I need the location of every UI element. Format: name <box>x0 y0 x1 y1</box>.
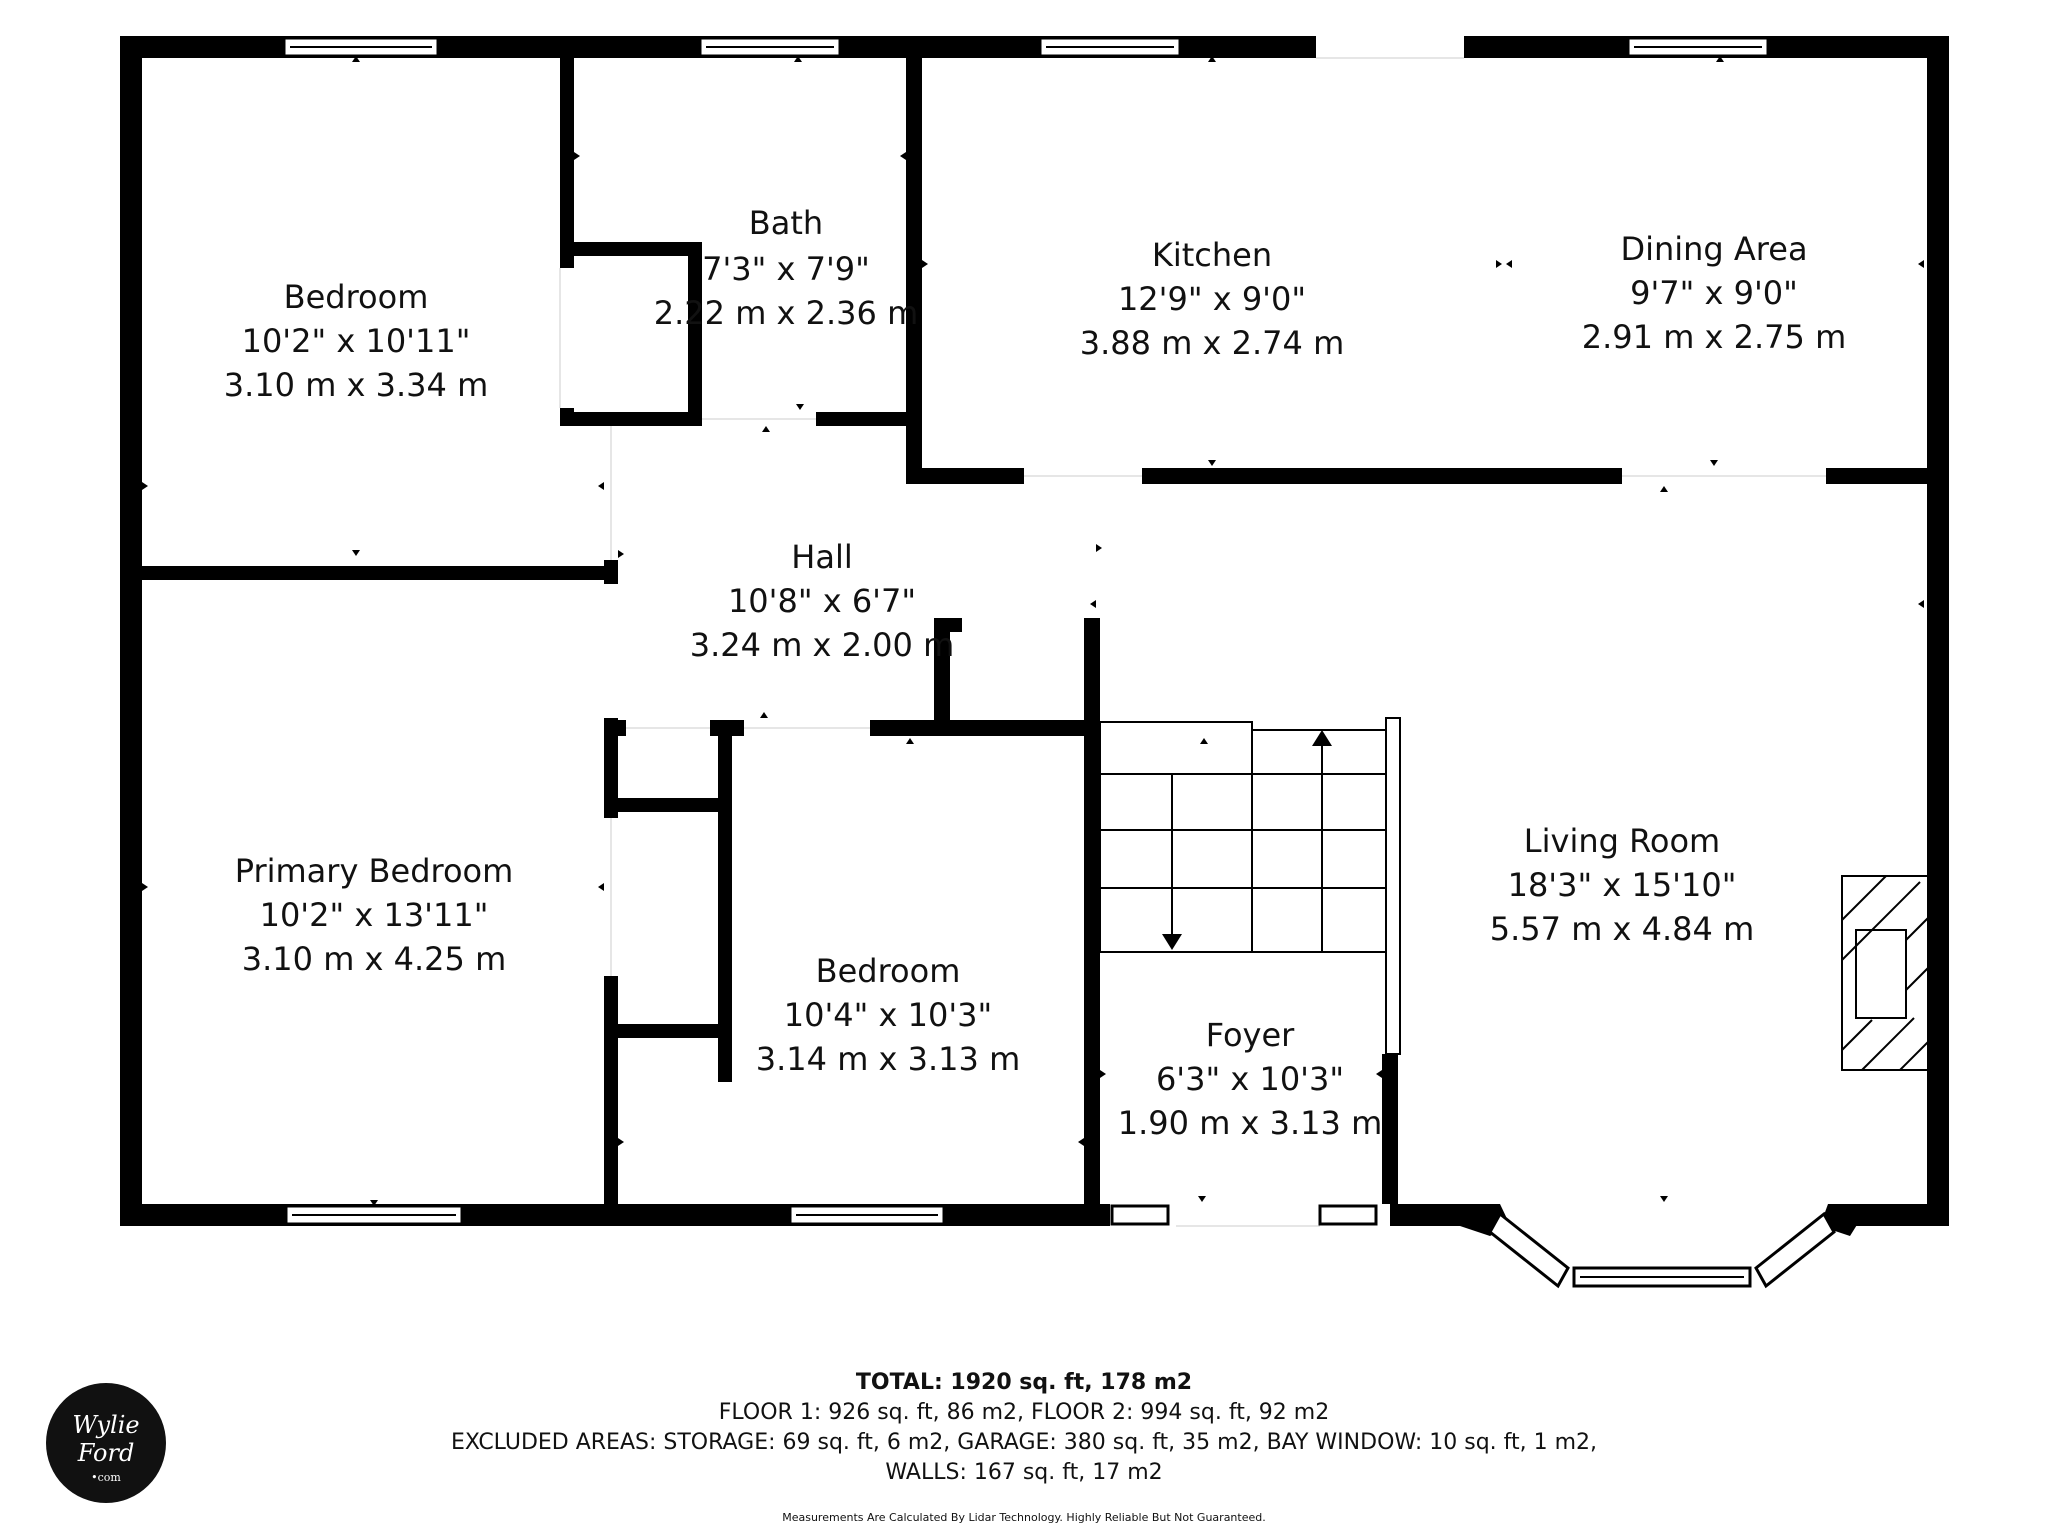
room-imperial-size: 9'7" x 9'0" <box>1630 274 1798 312</box>
brand-logo: Wylie Ford •com <box>46 1383 166 1503</box>
openings <box>559 57 1826 1227</box>
room-bath: Bath 7'3" x 7'9" 2.22 m x 2.36 m <box>654 204 918 332</box>
room-name: Dining Area <box>1620 230 1807 268</box>
room-living-room: Living Room 18'3" x 15'10" 5.57 m x 4.84… <box>1490 822 1754 948</box>
room-name: Living Room <box>1524 822 1720 860</box>
stairs <box>1099 717 1401 1055</box>
window-lines <box>290 46 1762 1278</box>
room-name: Primary Bedroom <box>235 852 514 890</box>
room-name: Bedroom <box>816 952 961 990</box>
logo-line-3: •com <box>91 1471 121 1484</box>
room-bedroom-1: Bedroom 10'2" x 10'11" 3.10 m x 3.34 m <box>224 278 488 404</box>
room-name: Foyer <box>1206 1016 1295 1054</box>
room-metric-size: 1.90 m x 3.13 m <box>1118 1104 1382 1142</box>
room-metric-size: 3.88 m x 2.74 m <box>1080 324 1344 362</box>
wall-area: WALLS: 167 sq. ft, 17 m2 <box>885 1460 1163 1485</box>
logo-line-1: Wylie <box>72 1411 140 1439</box>
room-name: Bath <box>749 204 823 242</box>
room-metric-size: 3.24 m x 2.00 m <box>690 626 954 664</box>
room-dining-area: Dining Area 9'7" x 9'0" 2.91 m x 2.75 m <box>1582 230 1846 356</box>
room-bedroom-2: Bedroom 10'4" x 10'3" 3.14 m x 3.13 m <box>756 952 1020 1078</box>
room-name: Kitchen <box>1152 236 1272 274</box>
room-metric-size: 5.57 m x 4.84 m <box>1490 910 1754 948</box>
room-labels: Bedroom 10'2" x 10'11" 3.10 m x 3.34 m B… <box>224 204 1846 1142</box>
walls <box>120 36 1949 1236</box>
room-kitchen: Kitchen 12'9" x 9'0" 3.88 m x 2.74 m <box>1080 236 1344 362</box>
floor-areas: FLOOR 1: 926 sq. ft, 86 m2, FLOOR 2: 994… <box>718 1400 1330 1425</box>
room-name: Hall <box>791 538 852 576</box>
stair-arrows <box>1162 730 1332 950</box>
disclaimer: Measurements Are Calculated By Lidar Tec… <box>782 1511 1266 1524</box>
room-name: Bedroom <box>284 278 429 316</box>
dimension-markers <box>142 56 1924 1206</box>
total-area: TOTAL: 1920 sq. ft, 178 m2 <box>855 1370 1193 1395</box>
room-metric-size: 3.14 m x 3.13 m <box>756 1040 1020 1078</box>
room-metric-size: 3.10 m x 3.34 m <box>224 366 488 404</box>
room-imperial-size: 18'3" x 15'10" <box>1508 866 1737 904</box>
windows <box>282 36 1836 1289</box>
room-metric-size: 3.10 m x 4.25 m <box>242 940 506 978</box>
fireplace <box>1841 875 1933 1071</box>
excluded-areas: EXCLUDED AREAS: STORAGE: 69 sq. ft, 6 m2… <box>450 1430 1598 1455</box>
room-imperial-size: 6'3" x 10'3" <box>1156 1060 1344 1098</box>
room-imperial-size: 10'4" x 10'3" <box>784 996 992 1034</box>
room-imperial-size: 10'8" x 6'7" <box>728 582 916 620</box>
room-imperial-size: 10'2" x 13'11" <box>260 896 489 934</box>
room-imperial-size: 10'2" x 10'11" <box>242 322 471 360</box>
room-metric-size: 2.22 m x 2.36 m <box>654 294 918 332</box>
room-primary-bedroom: Primary Bedroom 10'2" x 13'11" 3.10 m x … <box>235 852 514 978</box>
room-imperial-size: 7'3" x 7'9" <box>702 250 870 288</box>
room-hall: Hall 10'8" x 6'7" 3.24 m x 2.00 m <box>690 538 954 664</box>
room-foyer: Foyer 6'3" x 10'3" 1.90 m x 3.13 m <box>1118 1016 1382 1142</box>
area-summary: TOTAL: 1920 sq. ft, 178 m2 FLOOR 1: 926 … <box>0 1368 2048 1526</box>
logo-line-2: Ford <box>77 1439 135 1467</box>
room-imperial-size: 12'9" x 9'0" <box>1118 280 1306 318</box>
room-metric-size: 2.91 m x 2.75 m <box>1582 318 1846 356</box>
